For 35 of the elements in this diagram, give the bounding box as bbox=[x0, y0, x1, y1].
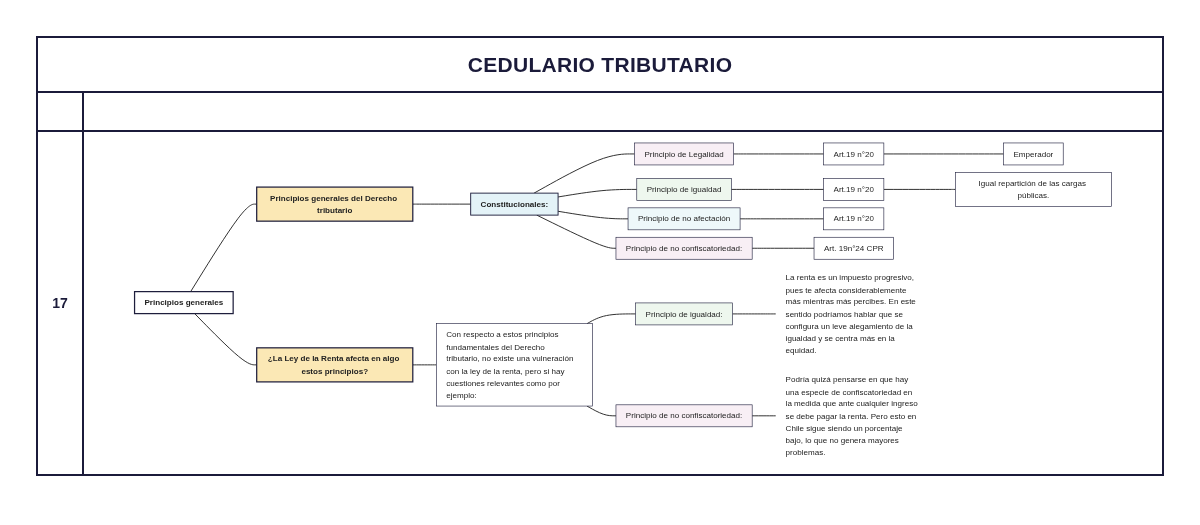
connector bbox=[730, 188, 825, 190]
node-box: Principio de no confiscatoriedad: bbox=[615, 236, 753, 260]
connector bbox=[412, 203, 472, 205]
node-box: Principio de igualdad: bbox=[635, 302, 733, 326]
connector bbox=[557, 188, 638, 198]
node-box: ¿La Ley de la Renta afecta en algo estos principios? bbox=[256, 347, 414, 383]
node-box: Principios generales bbox=[133, 291, 234, 315]
node-box: Con respecto a estos principios fundamentales del Derecho tributario, no existe una vulneración con la ley de la renta, pero si hay cuestiones relevantes como por ejemplo: bbox=[436, 323, 593, 407]
node-box: Art.19 n°20 bbox=[823, 178, 885, 201]
node-box: Art.19 n°20 bbox=[823, 142, 885, 166]
connector bbox=[586, 313, 637, 325]
connector bbox=[739, 218, 825, 220]
connector bbox=[732, 313, 777, 315]
title: CEDULARIO TRIBUTARIO bbox=[467, 52, 733, 77]
node-text: La renta es un impuesto progresivo, pues te afecta considerablemente más mientras más percibes. En este sentido podríamos hablar que se configura un leve alegamiento de la igualdad y se centra más en la equidad. bbox=[785, 272, 916, 355]
node-box: Constitucionales: bbox=[470, 192, 559, 216]
node-box: Emperador bbox=[1003, 142, 1064, 166]
node-box: Art.19 n°20 bbox=[823, 207, 885, 231]
node-box: Principio de igualdad bbox=[636, 178, 732, 201]
node-box: Principio de no afectación bbox=[627, 207, 741, 231]
row-number: 17 bbox=[52, 295, 68, 311]
connector bbox=[751, 247, 815, 249]
node-box: Art. 19n°24 CPR bbox=[813, 236, 894, 260]
node-box: Igual repartición de las cargas públicas. bbox=[955, 172, 1112, 207]
node-box: Principio de Legalidad bbox=[634, 142, 734, 166]
connector bbox=[751, 415, 777, 417]
node-box: Principios generales del Derecho tributario bbox=[256, 186, 414, 222]
connector bbox=[883, 188, 956, 190]
node-text: Podría quizá pensarse en que hay una especie de confiscatoriedad en la medida que ante cualquier ingreso se debe pagar la renta. Pero esto en Chile sigue siendo un porcentaje bajo, lo que no genera mayores problemas. bbox=[785, 374, 918, 457]
connector bbox=[412, 364, 437, 366]
connector bbox=[883, 153, 1005, 155]
connector bbox=[533, 153, 635, 194]
connector bbox=[733, 153, 825, 155]
connector bbox=[557, 210, 629, 220]
node-box: Principio de no confiscatoriedad: bbox=[615, 404, 753, 428]
